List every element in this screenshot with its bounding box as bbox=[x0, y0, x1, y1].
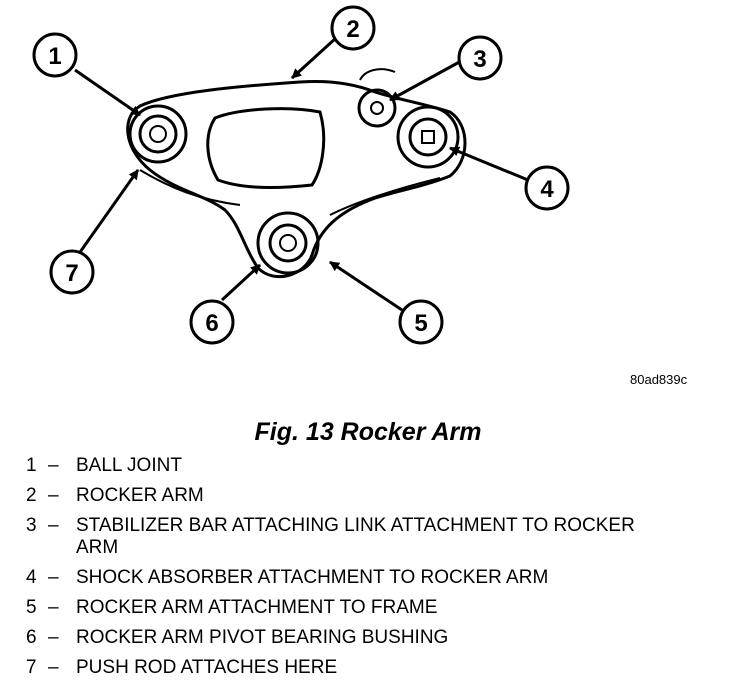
legend-text: BALL JOINT bbox=[76, 455, 182, 476]
legend-item: 6 – ROCKER ARM PIVOT BEARING BUSHING bbox=[26, 627, 636, 649]
legend-item: 7 – PUSH ROD ATTACHES HERE bbox=[26, 657, 636, 679]
legend-item: 2 – ROCKER ARM bbox=[26, 485, 636, 507]
callout-6-label: 6 bbox=[205, 310, 218, 337]
callout-4: 4 bbox=[524, 165, 570, 211]
legend-text: SHOCK ABSORBER ATTACHMENT TO ROCKER ARM bbox=[76, 567, 549, 588]
callout-2-label: 2 bbox=[346, 16, 359, 43]
legend-dash: – bbox=[48, 627, 59, 648]
legend-item: 4 – SHOCK ABSORBER ATTACHMENT TO ROCKER … bbox=[26, 567, 636, 589]
legend-dash: – bbox=[48, 485, 59, 506]
callout-6: 6 bbox=[189, 299, 235, 345]
legend-text: ROCKER ARM ATTACHMENT TO FRAME bbox=[76, 597, 438, 618]
legend-text: STABILIZER BAR ATTACHING LINK ATTACHMENT… bbox=[76, 515, 635, 558]
legend-number: 2 bbox=[26, 485, 37, 506]
callout-3-label: 3 bbox=[473, 46, 486, 73]
figure-title: Fig. 13 Rocker Arm bbox=[254, 418, 482, 446]
legend-number: 7 bbox=[26, 657, 37, 678]
callout-7: 7 bbox=[49, 249, 95, 295]
legend: 1 – BALL JOINT 2 – ROCKER ARM 3 – STABIL… bbox=[26, 455, 636, 687]
legend-text: ROCKER ARM PIVOT BEARING BUSHING bbox=[76, 627, 449, 648]
callout-2: 2 bbox=[330, 5, 376, 51]
stabilizer-link-attachment bbox=[357, 88, 397, 128]
legend-dash: – bbox=[48, 515, 59, 536]
legend-number: 6 bbox=[26, 627, 37, 648]
callout-7-label: 7 bbox=[65, 260, 78, 287]
callout-1-label: 1 bbox=[48, 43, 61, 70]
pivot-bearing-bushing bbox=[256, 211, 320, 275]
legend-number: 4 bbox=[26, 567, 37, 588]
callouts: 1 2 3 4 5 6 7 bbox=[32, 5, 570, 345]
figure-code: 80ad839c bbox=[630, 372, 688, 387]
legend-text: PUSH ROD ATTACHES HERE bbox=[76, 657, 338, 678]
legend-dash: – bbox=[48, 567, 59, 588]
legend-dash: – bbox=[48, 597, 59, 618]
legend-number: 3 bbox=[26, 515, 37, 536]
legend-text: ROCKER ARM bbox=[76, 485, 204, 506]
legend-item: 1 – BALL JOINT bbox=[26, 455, 636, 477]
leader-arrows bbox=[74, 36, 529, 312]
legend-item: 3 – STABILIZER BAR ATTACHING LINK ATTACH… bbox=[26, 515, 636, 559]
callout-5-label: 5 bbox=[414, 310, 427, 337]
ball-joint bbox=[128, 104, 188, 164]
callout-3: 3 bbox=[457, 35, 503, 81]
shock-absorber-attachment bbox=[396, 105, 460, 169]
callout-1: 1 bbox=[32, 32, 78, 78]
legend-number: 5 bbox=[26, 597, 37, 618]
legend-item: 5 – ROCKER ARM ATTACHMENT TO FRAME bbox=[26, 597, 636, 619]
callout-4-label: 4 bbox=[540, 176, 554, 203]
legend-dash: – bbox=[48, 455, 59, 476]
callout-5: 5 bbox=[398, 299, 444, 345]
legend-dash: – bbox=[48, 657, 59, 678]
legend-number: 1 bbox=[26, 455, 37, 476]
rocker-arm-body bbox=[126, 68, 467, 279]
rocker-arm-diagram: 1 2 3 4 5 6 7 bbox=[32, 5, 570, 345]
